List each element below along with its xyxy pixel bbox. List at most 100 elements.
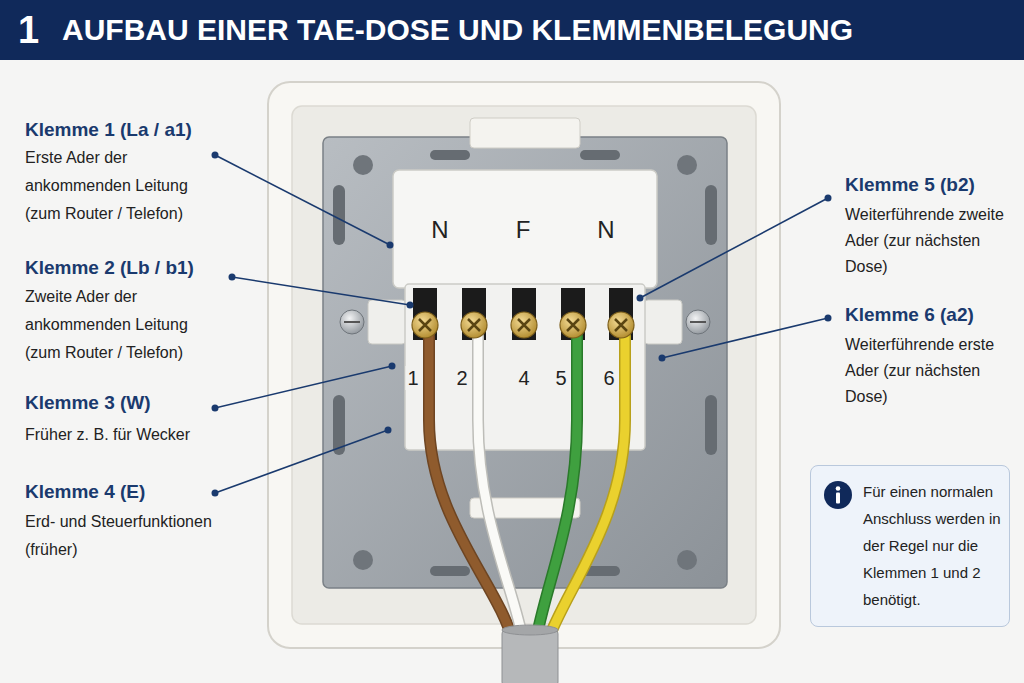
side-screws-part bbox=[686, 310, 710, 334]
terminal-description: Zweite Ader der ankommenden Leitung (zum… bbox=[25, 283, 210, 367]
terminal-block-part bbox=[512, 288, 536, 340]
terminal-block-part bbox=[462, 288, 486, 340]
terminal-description: Erd- und Steuerfunktionen (früher) bbox=[25, 508, 240, 564]
terminal-heading: Klemme 4 (E) bbox=[25, 480, 145, 504]
info-icon-part bbox=[836, 493, 840, 504]
screws-part bbox=[468, 319, 480, 331]
info-text: Für einen normalen Anschluss werden in d… bbox=[863, 478, 1001, 613]
terminal-description: Erste Ader der ankommenden Leitung (zum … bbox=[25, 144, 210, 228]
leader-line bbox=[212, 152, 394, 249]
terminal-number: 4 bbox=[516, 366, 531, 390]
cable-sheath-part bbox=[502, 628, 558, 683]
terminal-block-part bbox=[393, 170, 657, 288]
terminal-block-part bbox=[609, 288, 633, 340]
socket-frame-part bbox=[292, 106, 756, 624]
wires-part bbox=[429, 336, 514, 645]
side-screws-part bbox=[690, 321, 706, 323]
cable-sheath bbox=[502, 625, 558, 683]
leader-line bbox=[212, 427, 392, 497]
section-number: 1 bbox=[18, 8, 39, 52]
terminal-block-part bbox=[413, 288, 437, 340]
leader-line-part bbox=[659, 355, 666, 362]
terminal-number: 1 bbox=[405, 366, 420, 390]
terminal-block-part bbox=[561, 288, 585, 340]
terminal-heading: Klemme 3 (W) bbox=[25, 391, 151, 415]
metal-plate-part bbox=[705, 395, 717, 455]
metal-plate bbox=[323, 118, 727, 588]
screws bbox=[412, 312, 634, 338]
socket-marking: F bbox=[516, 216, 531, 244]
metal-plate-part bbox=[353, 155, 373, 175]
leader-line-part bbox=[407, 302, 414, 309]
terminal-number: 5 bbox=[553, 366, 568, 390]
leader-line-part bbox=[215, 366, 392, 408]
screws-part bbox=[412, 312, 438, 338]
wires bbox=[429, 336, 625, 645]
leader-line bbox=[212, 363, 396, 412]
socket-frame-part bbox=[268, 82, 780, 648]
info-box: Für einen normalen Anschluss werden in d… bbox=[810, 465, 1010, 627]
screws-part bbox=[419, 319, 431, 331]
leader-line-part bbox=[385, 427, 392, 434]
metal-plate-part bbox=[705, 185, 717, 245]
leader-line-part bbox=[662, 318, 828, 358]
screws-part bbox=[615, 319, 627, 331]
screws-part bbox=[567, 319, 579, 331]
side-screws-part bbox=[344, 321, 360, 323]
info-icon-part bbox=[836, 486, 841, 491]
socket-marking: N bbox=[597, 216, 614, 244]
screws-part bbox=[608, 312, 634, 338]
terminal-block-part bbox=[405, 284, 645, 450]
side-screws-part bbox=[340, 310, 364, 334]
metal-plate-part bbox=[677, 550, 697, 570]
metal-plate-part bbox=[430, 566, 470, 576]
metal-plate-part bbox=[430, 150, 470, 160]
screws-part bbox=[511, 312, 537, 338]
metal-plate-part bbox=[677, 155, 697, 175]
leader-line-part bbox=[387, 242, 394, 249]
leader-line-part bbox=[212, 152, 219, 159]
socket-marking: N bbox=[431, 216, 448, 244]
side-screws-part bbox=[644, 300, 682, 344]
page-title: AUFBAU EINER TAE-DOSE UND KLEMMENBELEGUN… bbox=[62, 9, 853, 51]
screws-part bbox=[461, 312, 487, 338]
terminal-heading: Klemme 2 (Lb / b1) bbox=[25, 256, 194, 280]
terminal-number: 2 bbox=[454, 366, 469, 390]
terminal-heading: Klemme 5 (b2) bbox=[845, 173, 975, 197]
leader-line-part bbox=[212, 490, 219, 497]
terminal-number: 6 bbox=[601, 366, 616, 390]
leader-line bbox=[659, 315, 832, 362]
leader-line-part bbox=[215, 430, 388, 493]
terminal-description: Früher z. B. für Wecker bbox=[25, 421, 190, 449]
leader-line-part bbox=[229, 274, 236, 281]
title-band bbox=[0, 0, 1024, 60]
leader-line-part bbox=[825, 315, 832, 322]
wires-part bbox=[429, 336, 514, 645]
info-icon bbox=[823, 480, 853, 510]
metal-plate-part bbox=[353, 550, 373, 570]
leader-line-part bbox=[389, 363, 396, 370]
metal-plate-part bbox=[333, 185, 345, 245]
leader-line-part bbox=[232, 277, 410, 305]
screws-part bbox=[560, 312, 586, 338]
leader-line bbox=[637, 195, 832, 302]
terminal-heading: Klemme 6 (a2) bbox=[845, 303, 974, 327]
terminal-description: Weiterführende zweite Ader (zur nächsten… bbox=[845, 202, 1010, 280]
info-icon-part bbox=[824, 481, 852, 509]
socket-frame bbox=[268, 82, 780, 648]
terminal-description: Weiterführende erste Ader (zur nächsten … bbox=[845, 332, 1010, 410]
metal-plate-part bbox=[580, 150, 620, 160]
cable-sheath-part bbox=[502, 625, 558, 635]
leader-line bbox=[229, 274, 414, 309]
metal-plate-part bbox=[470, 118, 580, 148]
leader-line-part bbox=[640, 198, 828, 298]
leader-line-part bbox=[637, 295, 644, 302]
screws-part bbox=[518, 319, 530, 331]
side-screws-part bbox=[368, 300, 406, 344]
wires-part bbox=[546, 336, 625, 645]
terminal-heading: Klemme 1 (La / a1) bbox=[25, 118, 192, 142]
leader-line-part bbox=[212, 405, 219, 412]
wires-part bbox=[546, 336, 625, 645]
metal-plate-part bbox=[323, 137, 727, 588]
